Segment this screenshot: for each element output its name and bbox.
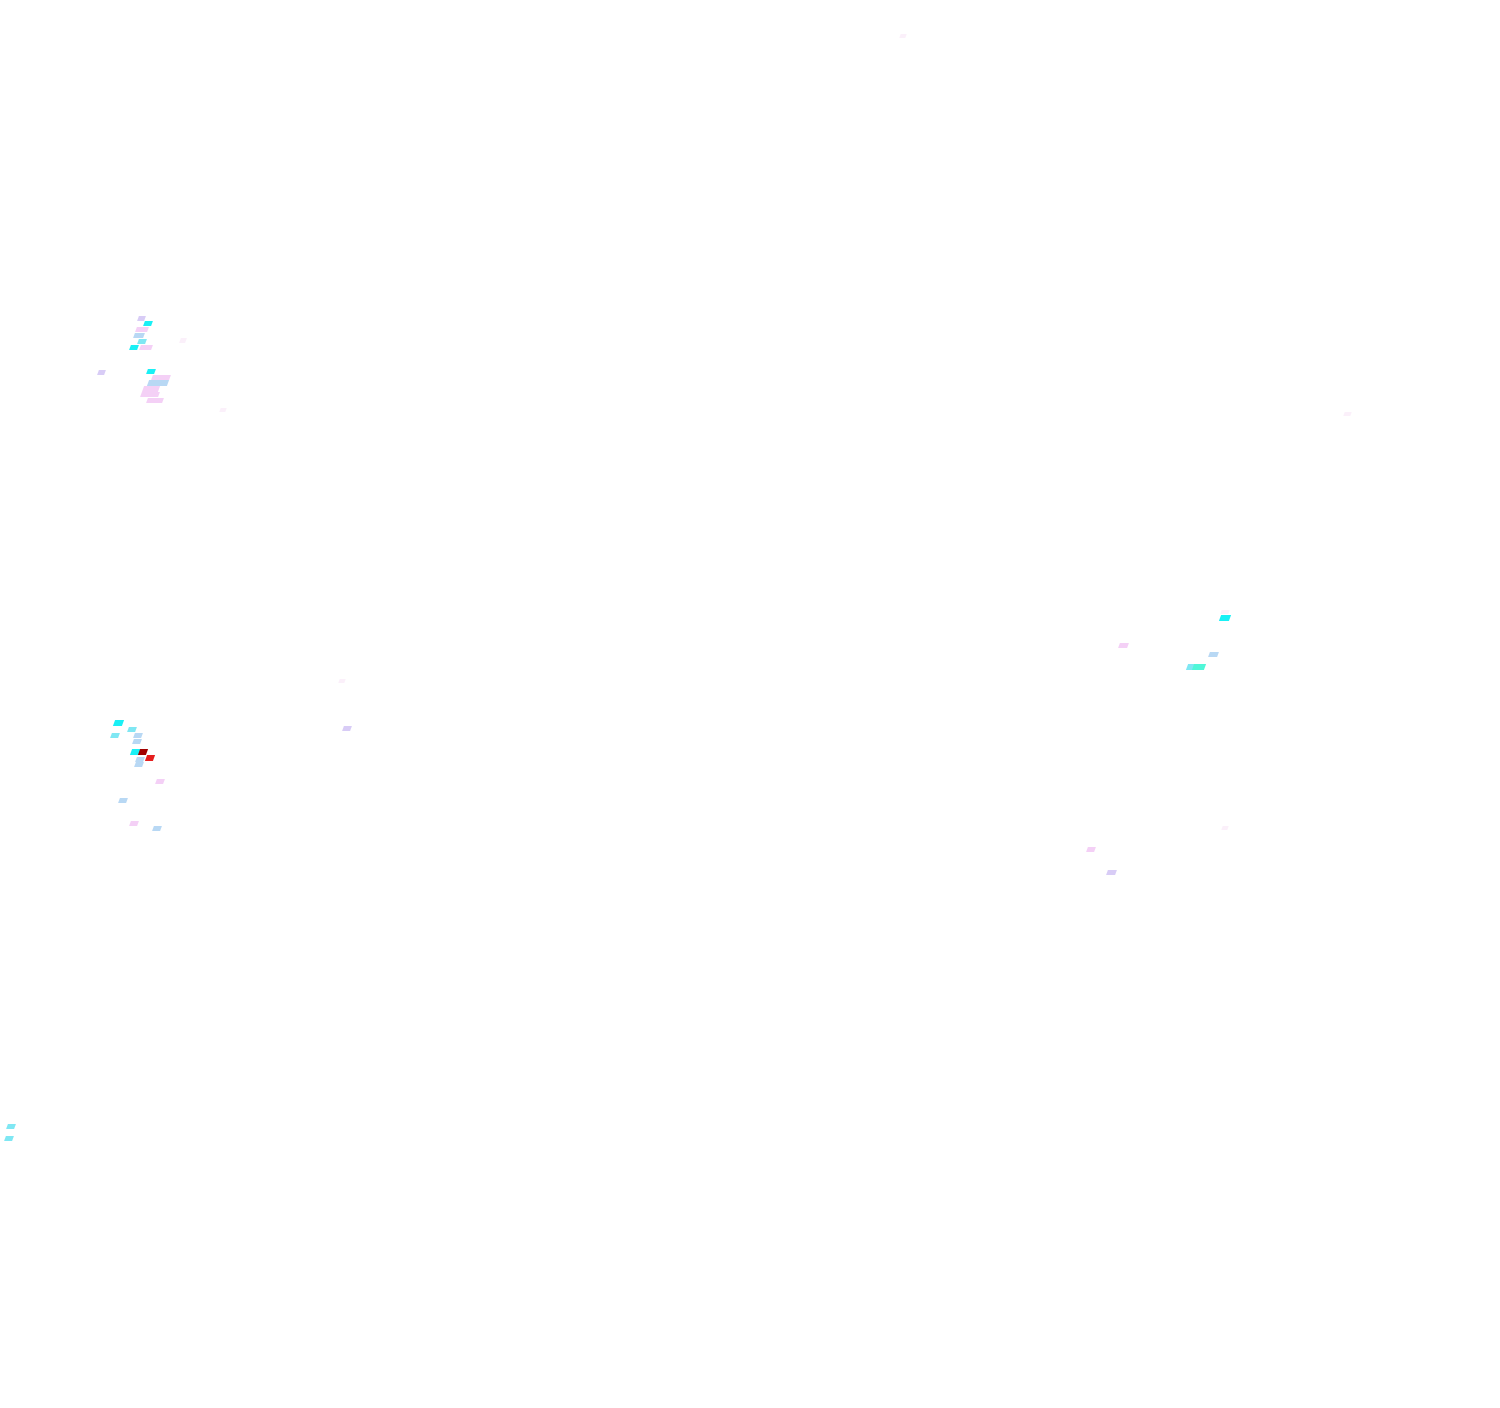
render-artifact <box>133 333 145 338</box>
render-artifact <box>146 369 156 374</box>
render-artifact <box>179 338 187 343</box>
render-artifact <box>129 345 139 350</box>
render-artifact <box>1118 643 1129 648</box>
render-artifact <box>110 733 120 738</box>
render-artifact <box>132 739 142 744</box>
render-artifact <box>133 733 143 738</box>
render-artifact <box>4 1136 14 1141</box>
render-artifact <box>112 720 125 726</box>
render-artifact <box>134 762 144 767</box>
render-artifact <box>137 339 147 344</box>
render-artifact <box>140 392 160 397</box>
render-artifact <box>139 345 153 350</box>
render-artifact <box>118 798 128 803</box>
render-artifact <box>129 821 139 826</box>
render-artifact <box>127 727 137 732</box>
render-artifact <box>155 779 165 784</box>
render-artifact <box>1208 652 1219 657</box>
render-artifact <box>144 755 156 761</box>
render-artifact <box>146 398 164 403</box>
render-artifact <box>338 679 346 683</box>
render-artifact <box>152 826 162 831</box>
render-artifact <box>219 408 227 412</box>
render-artifact <box>1343 412 1352 416</box>
render-artifact <box>1218 615 1232 621</box>
render-artifact <box>1106 870 1117 875</box>
render-artifact <box>1220 610 1230 614</box>
render-artifact <box>899 34 907 38</box>
render-artifact <box>342 726 352 731</box>
render-artifact <box>1221 826 1229 830</box>
render-artifact <box>1191 664 1207 670</box>
render-artifact <box>1086 847 1096 852</box>
render-artifact <box>135 327 149 332</box>
render-artifact <box>143 321 153 326</box>
render-artifact <box>6 1124 16 1129</box>
render-artifact <box>97 370 106 375</box>
